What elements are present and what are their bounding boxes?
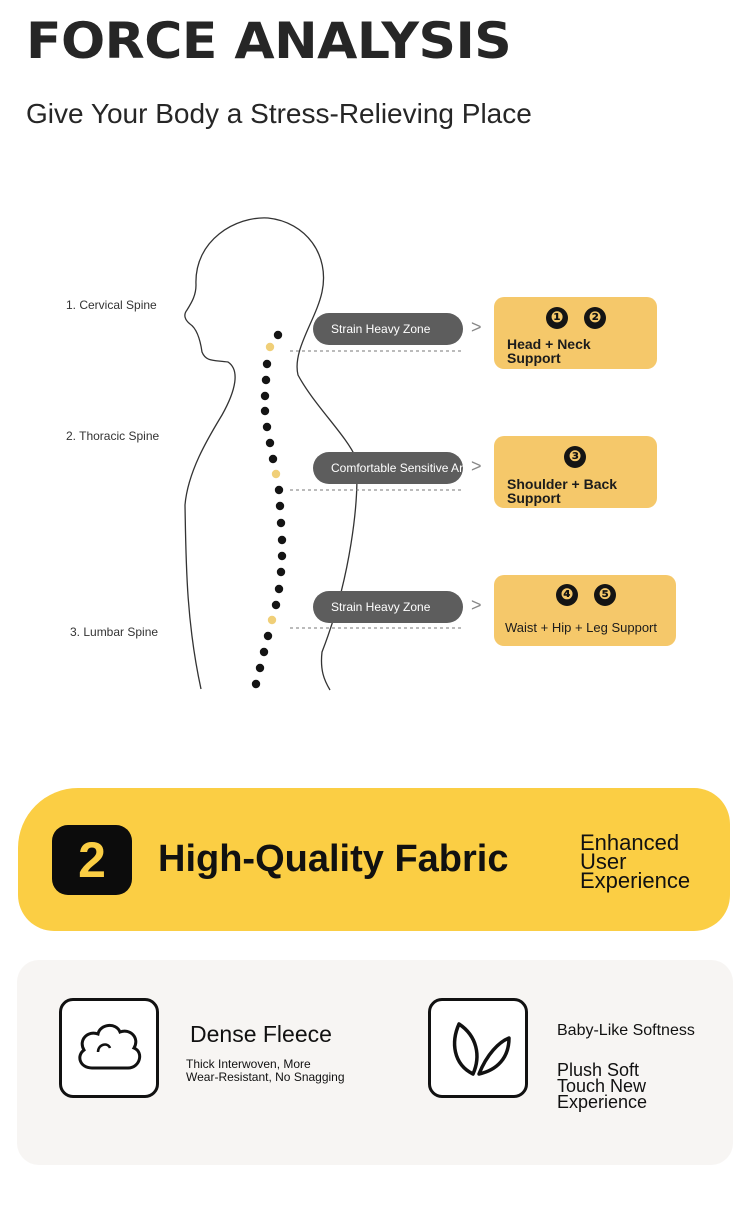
feature-banner [18, 788, 730, 931]
feature-desc-line: Experience [557, 1092, 648, 1112]
spine-label-thoracic: 2. Thoracic Spine [66, 429, 160, 443]
number-badge-3: ❸ [564, 446, 586, 468]
number-badge-4: ❹ [556, 584, 578, 606]
zone-pill-2: Comfortable Sensitive Area [313, 452, 463, 484]
spine-dot [262, 422, 272, 432]
spine-label-lumbar: 3. Lumbar Spine [70, 625, 159, 639]
zone-card-line: Support [507, 350, 561, 366]
spine-dot [275, 501, 285, 511]
banner-title: High-Quality Fabric [158, 838, 509, 880]
section-number-badge: 2 [52, 825, 132, 895]
feature-desc-1: Thick Interwoven, More Wear-Resistant, N… [186, 1058, 345, 1084]
spine-dot [259, 647, 269, 657]
feature-desc-2: Plush Soft Touch New Experience [557, 1060, 648, 1112]
spine-dot-highlight [271, 469, 281, 479]
spine-dot [260, 391, 270, 401]
spine-dot [276, 567, 286, 577]
spine-label-cervical: 1. Cervical Spine [66, 298, 157, 312]
spine-dot-highlight [267, 615, 277, 625]
body-silhouette-diagram [184, 217, 358, 691]
zone-badges-2: ❸ [564, 446, 586, 468]
banner-side-line: Experience [580, 868, 691, 893]
banner-side-text: Enhanced User Experience [580, 830, 720, 893]
feature-icon-box-2 [428, 998, 528, 1098]
spine-dot [273, 330, 283, 340]
zone-card-line: Support [507, 490, 561, 506]
spine-dot [277, 551, 287, 561]
spine-dot [268, 454, 278, 464]
spine-dot [263, 631, 273, 641]
cloud-icon [78, 1024, 142, 1070]
zone-card-3: ❹ ❺ Waist + Hip + Leg Support [494, 575, 676, 646]
chevron-right-icon: > [471, 595, 482, 615]
zone-card-line: Head + Neck [507, 336, 591, 352]
zone-badges-3: ❹ ❺ [556, 584, 616, 606]
page-subtitle: Give Your Body a Stress-Relieving Place [26, 98, 532, 129]
spine-dot [260, 406, 270, 416]
zone-badges-1: ❶ ❷ [546, 307, 606, 329]
banner-side-line: Enhanced [580, 830, 680, 855]
zone-pill-3: Strain Heavy Zone [313, 591, 463, 623]
spine-dot [274, 584, 284, 594]
feature-icon-box-1 [59, 998, 159, 1098]
spine-dot [274, 485, 284, 495]
feature-desc-line: Thick Interwoven, More [186, 1057, 311, 1071]
chevron-right-icon: > [471, 456, 482, 476]
zone-card-line: Shoulder + Back [507, 476, 618, 492]
feature-desc-line: Plush Soft [557, 1060, 640, 1080]
spine-dot [277, 535, 287, 545]
spine-dot [262, 359, 272, 369]
number-badge-5: ❺ [594, 584, 616, 606]
spine-dots [251, 330, 287, 689]
spine-dot [255, 663, 265, 673]
spine-dot [271, 600, 281, 610]
number-badge-1: ❶ [546, 307, 568, 329]
number-badge-2: ❷ [584, 307, 606, 329]
zone-connectors [290, 350, 462, 629]
spine-dot [251, 679, 261, 689]
leaf-icon [452, 1022, 511, 1076]
feature-desc-line: Wear-Resistant, No Snagging [186, 1070, 345, 1084]
zone-card-text-1: Head + Neck Support [507, 337, 591, 365]
spine-dot [261, 375, 271, 385]
spine-dot-highlight [265, 342, 275, 352]
spine-dot [265, 438, 275, 448]
feature-desc-line: Touch New [557, 1076, 647, 1096]
zone-card-1: ❶ ❷ Head + Neck Support [494, 297, 657, 369]
banner-side-line: User [580, 849, 627, 874]
zone-card-text-3: Waist + Hip + Leg Support [505, 620, 657, 635]
chevron-right-icon: > [471, 317, 482, 337]
feature-title-1: Dense Fleece [190, 1021, 332, 1047]
zone-card-text-2: Shoulder + Back Support [507, 477, 617, 505]
zone-pill-1: Strain Heavy Zone [313, 313, 463, 345]
page-title: FORCE ANALYSIS [26, 12, 512, 70]
feature-title-2: Baby-Like Softness [557, 1022, 695, 1039]
zone-card-2: ❸ Shoulder + Back Support [494, 436, 657, 508]
spine-dot [276, 518, 286, 528]
